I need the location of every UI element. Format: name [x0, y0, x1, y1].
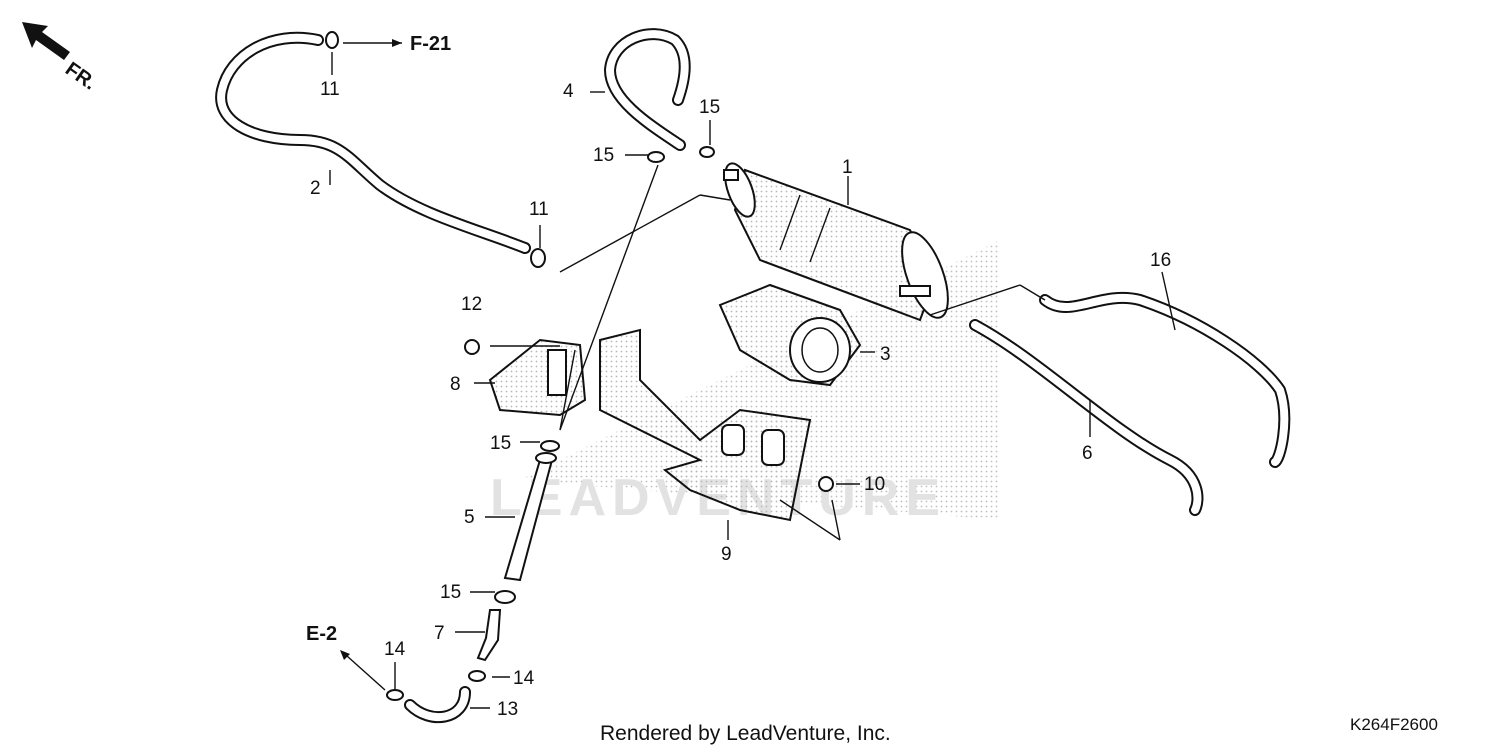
- label-5: 5: [464, 507, 475, 528]
- label-11-bottom: 11: [529, 199, 549, 220]
- label-3: 3: [880, 344, 891, 365]
- label-15-low: 15: [440, 582, 461, 603]
- part-1-canister: [723, 162, 949, 322]
- clip-11-top: [325, 31, 339, 49]
- label-11-top: 11: [320, 79, 340, 100]
- part-4-hose: [604, 28, 715, 163]
- ref-e2: E-2: [306, 623, 337, 645]
- label-15-left: 15: [593, 145, 614, 166]
- part-9-bracket: [599, 328, 834, 522]
- label-14-right: 14: [513, 668, 535, 689]
- bolt-12: [464, 339, 480, 355]
- part-8-valve: [464, 338, 587, 431]
- label-15-mid: 15: [490, 433, 511, 454]
- label-12: 12: [461, 294, 482, 315]
- arrow-icon: [22, 22, 70, 60]
- label-4: 4: [563, 81, 574, 102]
- part-6-hose: [969, 319, 1204, 516]
- leader-lines: [329, 39, 1176, 709]
- footer-credit: Rendered by LeadVenture, Inc.: [600, 722, 891, 745]
- front-direction-arrow: FR.: [22, 22, 100, 95]
- diagram-code: K264F2600: [1350, 715, 1438, 734]
- label-9: 9: [721, 544, 732, 565]
- ref-f21: F-21: [410, 33, 451, 55]
- bolt-10: [818, 476, 834, 492]
- label-15-top: 15: [699, 97, 720, 118]
- clamp-15-mid: [540, 440, 560, 452]
- clamp-15-lower: [647, 151, 665, 163]
- clamp-14-right: [468, 670, 486, 682]
- label-14-left: 14: [384, 639, 406, 660]
- part-2-hose: [215, 31, 546, 268]
- clamp-14-left: [386, 689, 404, 701]
- label-6: 6: [1082, 443, 1093, 464]
- callout-labels: F-21 E-2 1 2 3 4 5 6 7 8 9 10 11 11 12 1…: [306, 33, 1171, 720]
- part-7-joint: [468, 609, 502, 682]
- label-7: 7: [434, 623, 445, 644]
- part-16-hose: [1039, 291, 1291, 468]
- label-1: 1: [842, 157, 853, 178]
- clamp-15-upper: [699, 146, 715, 158]
- part-3-holder: [718, 283, 862, 387]
- part-5-pipe: [494, 440, 560, 604]
- clamp-15-low: [494, 590, 516, 604]
- clip-11-bottom: [530, 248, 546, 268]
- label-10: 10: [864, 474, 885, 495]
- label-16: 16: [1150, 250, 1171, 271]
- label-2: 2: [310, 178, 321, 199]
- label-8: 8: [450, 374, 461, 395]
- label-13: 13: [497, 699, 518, 720]
- part-13-hose: [386, 686, 471, 724]
- front-label: FR.: [61, 58, 100, 95]
